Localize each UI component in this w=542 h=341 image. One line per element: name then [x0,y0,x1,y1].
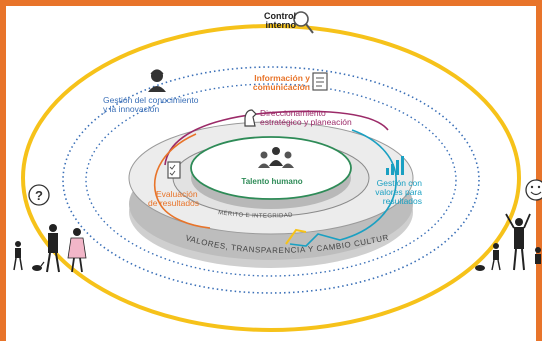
talent-platform [190,136,352,200]
checklist-icon [167,161,181,179]
knowledge-line2: y la innovación [103,104,160,114]
strategy-line1: Direccionamiento [260,108,326,118]
evaluation-track [153,133,211,229]
left-family-illustration [13,224,87,273]
knowledge-dotted-ring [62,66,480,294]
information-line1: Información y [254,73,310,83]
evaluation-line1: Evaluación [156,189,198,199]
control-title-line1: Control [264,11,296,21]
evaluation-line2: de resultados [148,198,200,208]
magnifier-icon [293,11,314,34]
strategy-label: Direccionamiento estratégico y planeació… [260,109,352,127]
document-icon [312,72,328,91]
knowledge-line1: Gestión del conocimiento [103,95,199,105]
evaluation-label: Evaluación de resultados [148,190,216,208]
right-family-illustration [475,213,541,271]
bar-chart-icon [386,156,404,175]
merit-ring-text: MÉRITO E INTEGRIDAD [218,210,294,220]
people-group-icon [258,147,294,168]
management-line2: valores para [375,187,422,197]
management-track [289,129,397,247]
control-title-line2: interno [265,20,297,30]
information-line2: comunicación [252,82,310,92]
talent-label: Talento humano [240,177,304,186]
talent-text: Talento humano [241,177,303,186]
strategy-track [164,110,389,166]
control-title: Control interno [258,12,296,30]
control-connector [285,228,307,245]
management-label: Gestión con valores para resultados [366,179,422,206]
question-face-icon: ? [28,184,50,206]
information-dotted-ring [85,83,457,277]
knowledge-label: Gestión del conocimiento y la innovación [103,96,198,114]
information-label: Información y comunicación [248,74,310,92]
control-ring [21,24,521,332]
management-line1: Gestión con [376,178,422,188]
management-line3: resultados [382,196,422,206]
strategy-line2: estratégico y planeación [260,117,352,127]
smiley-face-icon [525,179,542,201]
svg-text:?: ? [35,188,43,203]
person-headset-icon [148,69,166,92]
chess-knight-icon [244,109,257,127]
